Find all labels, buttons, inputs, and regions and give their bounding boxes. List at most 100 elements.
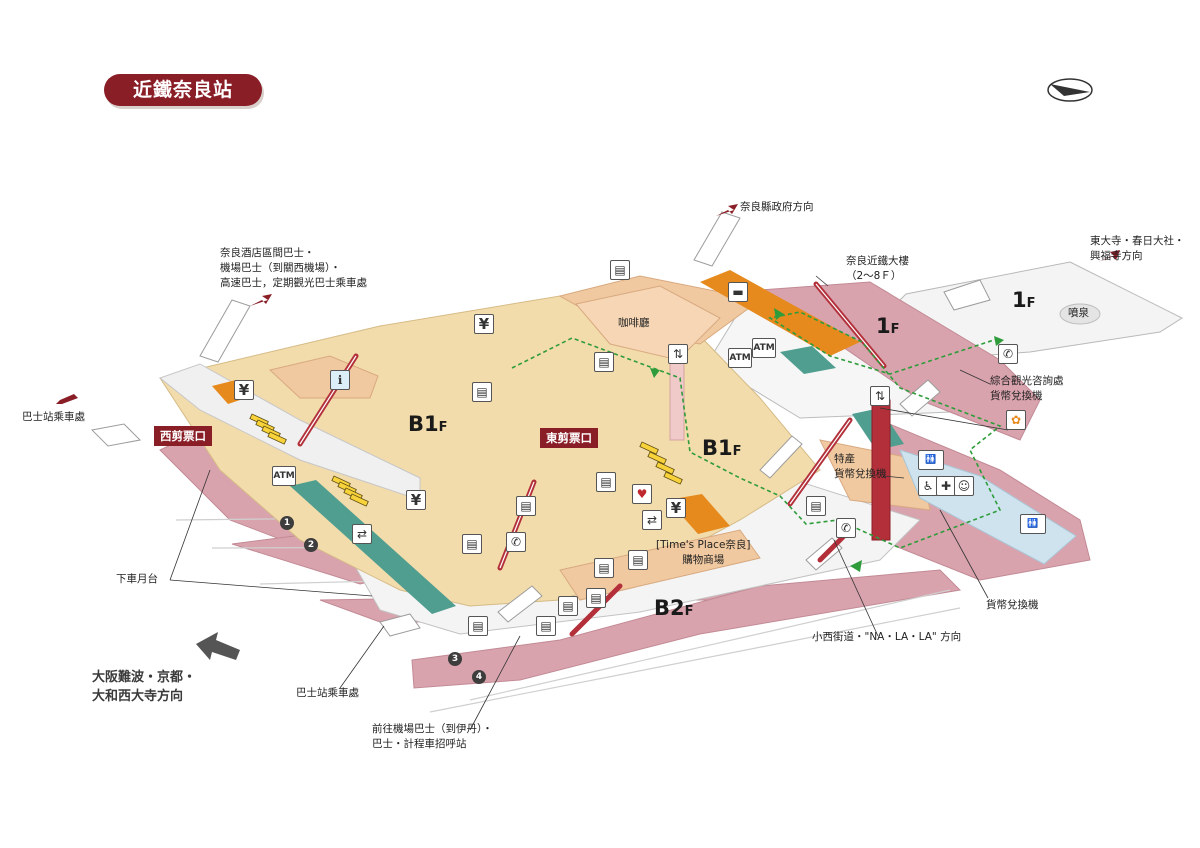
telephone-icon: ✆ <box>506 532 526 552</box>
telephone-icon: ✆ <box>836 518 856 538</box>
label-line: 高速巴士，定期觀光巴士乘車處 <box>220 277 367 289</box>
west-ticket-gate-label: 西剪票口 <box>154 426 212 446</box>
label-line: 東大寺・春日大社・ <box>1090 235 1185 247</box>
shop-block-times <box>559 529 761 601</box>
locker-icon: ▤ <box>472 382 492 402</box>
platform-2-badge: 2 <box>304 538 318 552</box>
todaiji-direction-label: 東大寺・春日大社・ 興福寺方向 <box>1090 234 1185 264</box>
floor-label-b1-west: B1F <box>408 412 448 436</box>
platform-4-badge: 4 <box>472 670 486 684</box>
nara-pref-office-direction: 奈良縣政府方向 <box>740 201 814 213</box>
leader-lines <box>169 275 1009 731</box>
locker-icon: ▤ <box>586 588 606 608</box>
label-line: 奈良酒店區間巴士・ <box>220 247 315 259</box>
floor-suffix: F <box>890 322 900 337</box>
locker-icon: ▤ <box>628 550 648 570</box>
locker-icon: ▤ <box>594 558 614 578</box>
floor-number: 1 <box>1012 288 1027 312</box>
locker-icon: ▤ <box>594 352 614 372</box>
exit-arrow-icon <box>250 294 272 306</box>
elevator-icon: ⇅ <box>870 386 890 406</box>
restroom-icon: 🚻 <box>1020 514 1046 534</box>
label-line: 巴士・計程車招呼站 <box>372 738 467 750</box>
floor-label-b2: B2F <box>654 596 694 620</box>
exit-arrow-icon <box>56 394 78 404</box>
label-line: [Time's Place奈良] <box>656 539 751 551</box>
bus-stop-bottom-label: 巴士站乘車處 <box>296 687 359 699</box>
tourist-info-center-icon: ✿ <box>1006 410 1026 430</box>
floor-suffix: F <box>732 444 742 459</box>
transfer-icon: ⇄ <box>642 510 662 530</box>
restroom-icon: 🚻 <box>918 450 944 470</box>
fountain-label: 噴泉 <box>1068 307 1089 319</box>
telephone-icon: ✆ <box>998 344 1018 364</box>
north-arrow-icon <box>1047 78 1093 102</box>
shop-block-cafe <box>575 285 721 361</box>
locker-icon: ▤ <box>536 616 556 636</box>
transfer-icon: ⇄ <box>352 524 372 544</box>
locker-icon: ▤ <box>468 616 488 636</box>
cafe-label: 咖啡廳 <box>618 317 650 329</box>
label-line: 大阪難波・京都・ <box>92 670 197 685</box>
label-line: 前往機場巴士（到伊丹）・ <box>372 723 493 735</box>
locker-icon: ▤ <box>610 260 630 280</box>
platform-1-badge: 1 <box>280 516 294 530</box>
elevator-shaft-west <box>669 359 685 441</box>
label-line: 購物商場 <box>682 554 725 566</box>
locker-icon: ▤ <box>806 496 826 516</box>
aed-icon: ♥ <box>632 484 652 504</box>
label-line: 特產 <box>834 453 855 465</box>
floor-number: 1 <box>876 314 891 338</box>
atm-icon: ATM <box>272 466 296 486</box>
label-line: 機場巴士（到關西機場）・ <box>220 262 341 274</box>
floor-label-1f-b: 1F <box>1012 288 1036 312</box>
label-line: 興福寺方向 <box>1090 250 1143 262</box>
label-line: 綜合觀光咨詢處 <box>990 375 1064 387</box>
exit-arrow-icon <box>716 204 738 216</box>
floor-number: B2 <box>654 596 685 620</box>
currency-exchange-icon: ¥ <box>234 380 254 400</box>
kintetsu-building-label: 奈良近鐵大樓 （2～8Ｆ） <box>846 254 909 284</box>
teal-strip-north <box>780 346 836 374</box>
arrival-platform-label: 下車月台 <box>116 573 158 585</box>
accessible-restroom-icon: ♿ <box>918 476 938 496</box>
currency-exchange-icon: ¥ <box>474 314 494 334</box>
hotel-bus-stop-label: 奈良酒店區間巴士・ 機場巴士（到關西機場）・ 高速巴士，定期觀光巴士乘車處 <box>220 246 367 291</box>
floor-number: B1 <box>408 412 439 436</box>
ticket-gates <box>249 413 683 507</box>
label-line: 貨幣兌換機 <box>990 390 1043 402</box>
ostomate-icon: ✚ <box>936 476 956 496</box>
times-place-label: [Time's Place奈良] 購物商場 <box>656 538 751 568</box>
label-line: （2～8Ｆ） <box>846 270 902 282</box>
osaka-direction-label: 大阪難波・京都・ 大和西大寺方向 <box>92 668 196 706</box>
exit-arrows <box>56 204 1120 404</box>
exit-arrow-icon <box>1098 250 1120 262</box>
route-arrows <box>650 308 1004 572</box>
station-title: 近鐵奈良站 <box>104 74 262 106</box>
exchange-machine-label: 貨幣兌換機 <box>986 599 1039 611</box>
currency-exchange-icon: ¥ <box>406 490 426 510</box>
currency-exchange-icon: ¥ <box>666 498 686 518</box>
tourist-info-label: 綜合觀光咨詢處 貨幣兌換機 <box>990 374 1064 404</box>
barrier-free-route <box>511 311 1002 549</box>
floor-suffix: F <box>684 604 694 619</box>
locker-icon: ▤ <box>558 596 578 616</box>
atm-icon: ATM <box>728 348 752 368</box>
platform-south <box>411 569 962 689</box>
floor-suffix: F <box>1026 296 1036 311</box>
information-icon: ℹ <box>330 370 350 390</box>
fountain-shape <box>1059 303 1101 325</box>
label-line: 大和西大寺方向 <box>92 689 184 704</box>
locker-icon: ▤ <box>596 472 616 492</box>
bus-stop-left-label: 巴士站乘車處 <box>22 411 85 423</box>
souvenir-exchange-label: 特產 貨幣兌換機 <box>834 452 887 482</box>
airport-bus-label: 前往機場巴士（到伊丹）・ 巴士・計程車招呼站 <box>372 722 493 752</box>
baby-care-icon: ☺ <box>954 476 974 496</box>
teal-strip-west <box>290 480 456 614</box>
floor-label-1f-a: 1F <box>876 314 900 338</box>
security-gate-icon: ▬ <box>728 282 748 302</box>
locker-icon: ▤ <box>516 496 536 516</box>
elevator-icon: ⇅ <box>668 344 688 364</box>
locker-icon: ▤ <box>462 534 482 554</box>
